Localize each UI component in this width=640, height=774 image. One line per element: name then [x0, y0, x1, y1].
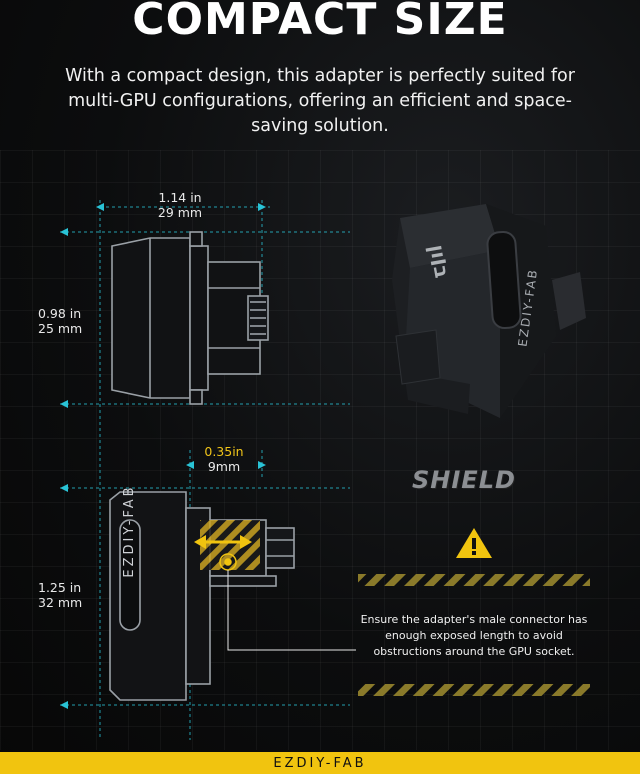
warning-icon — [456, 528, 492, 558]
top-width-label: 1.14 in 29 mm — [150, 190, 210, 220]
top-height-in: 0.98 in — [38, 306, 82, 321]
top-height-mm: 25 mm — [38, 321, 83, 336]
footer-bar: EZDIY-FAB — [0, 752, 640, 774]
side-brand-label: EZDIY-FAB — [122, 484, 137, 578]
footer-brand: EZDIY-FAB — [273, 756, 367, 771]
exposed-length-label: 0.35in 9mm — [196, 444, 252, 474]
exposed-in: 0.35in — [204, 444, 244, 459]
top-width-mm: 29 mm — [157, 205, 203, 220]
dimension-arrow-icon — [60, 203, 266, 709]
warning-text: Ensure the adapter's male connector has … — [360, 613, 588, 658]
hazard-stripe-bottom — [358, 684, 590, 696]
side-depth-mm: 32 mm — [38, 595, 83, 610]
page-title: COMPACT SIZE — [132, 0, 508, 45]
target-icon — [219, 553, 356, 651]
page-subtitle: With a compact design, this adapter is p… — [65, 66, 575, 136]
hazard-stripe-top — [358, 574, 590, 586]
top-view-connector — [111, 231, 269, 405]
side-depth-label: 1.25 in 32 mm — [38, 580, 98, 610]
series-name: SHIELD — [412, 466, 516, 494]
product-logo: ב׀ון — [425, 243, 454, 280]
top-height-label: 0.98 in 25 mm — [38, 306, 98, 336]
exposed-length-arrow — [194, 535, 252, 549]
top-view-guides — [60, 200, 350, 740]
top-width-in: 1.14 in — [158, 190, 202, 205]
product-render-image: ב׀ון — [392, 204, 586, 418]
exposed-mm: 9mm — [207, 459, 241, 474]
side-depth-in: 1.25 in — [38, 580, 82, 595]
